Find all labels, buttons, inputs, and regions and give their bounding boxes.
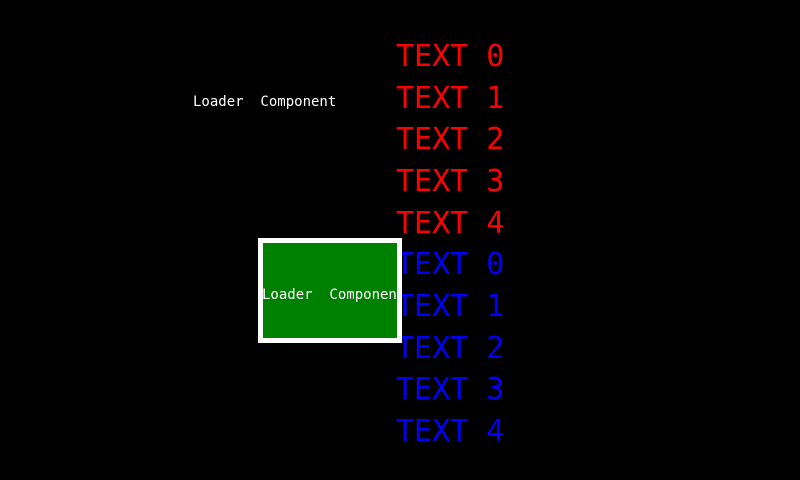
list-item[interactable]: TEXT 4 [396,414,505,449]
list-item[interactable]: TEXT 2 [396,331,505,366]
list-item[interactable]: TEXT 0 [396,39,505,74]
list-item[interactable]: TEXT 2 [396,122,505,157]
loader-panel-content: Loader Component [263,243,397,338]
list-item[interactable]: TEXT 1 [396,81,505,116]
list-item[interactable]: TEXT 3 [396,372,505,407]
loader-panel-label: Loader Component [263,287,397,303]
loader-component-label: Loader Component [193,94,337,110]
list-item[interactable]: TEXT 4 [396,206,505,241]
loader-component-panel[interactable]: Loader Component [258,238,402,343]
list-item[interactable]: TEXT 0 [396,247,505,282]
list-item[interactable]: TEXT 1 [396,289,505,324]
list-item[interactable]: TEXT 3 [396,164,505,199]
